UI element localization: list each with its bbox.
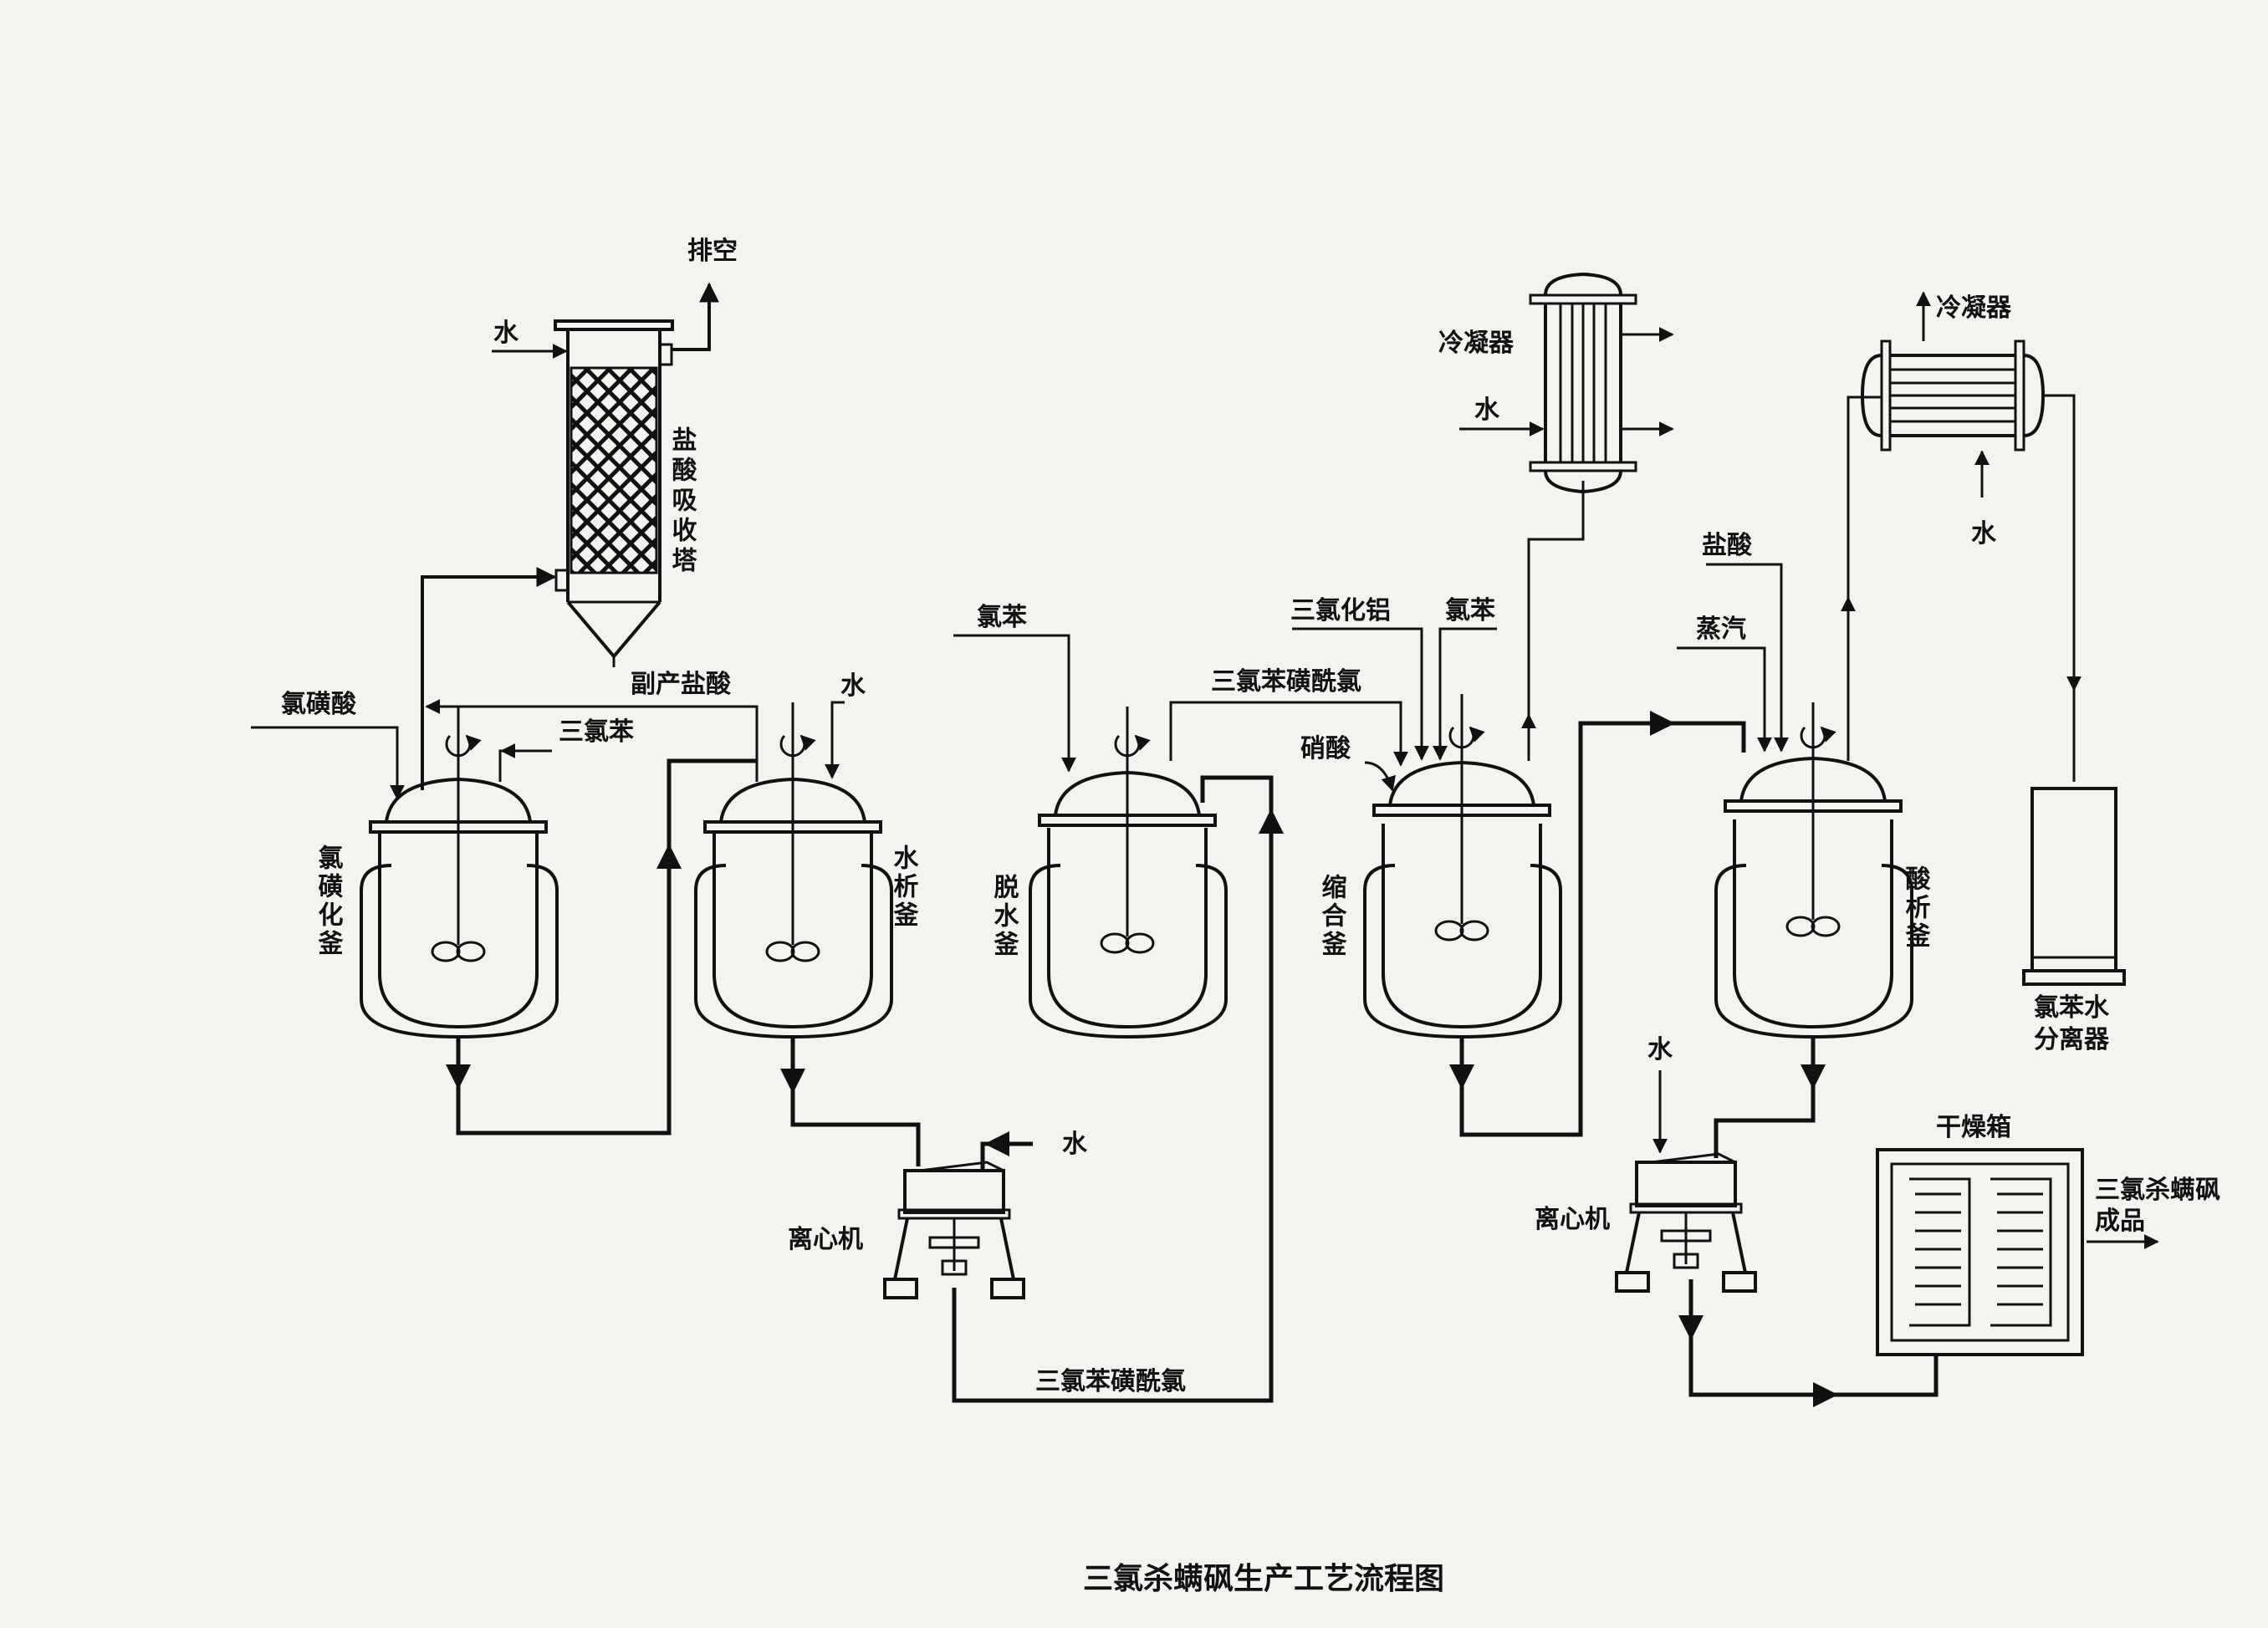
kettle5-steam-line [1677, 646, 1772, 753]
trichlorobenzene-line [498, 749, 552, 782]
centrifuge-1-label: 离心机 [788, 1225, 863, 1254]
chlorosulfonation-kettle [360, 707, 559, 1039]
sulfonyl-chloride-top-line [1169, 701, 1408, 767]
kettle2-to-centrifuge1-line [790, 1037, 921, 1166]
byproduct-hcl-label: 副产盐酸 [631, 670, 732, 699]
dryer [1876, 1148, 2084, 1356]
kettle1-to-kettle2-line [456, 845, 672, 1136]
kettle5-hcl-line [1706, 563, 1789, 753]
separator-label-line2: 分离器 [2034, 1025, 2110, 1054]
kettle4-chlorobenzene-line [1433, 627, 1497, 761]
kettle3-chlorobenzene-label: 氯苯 [977, 603, 1027, 632]
nitric-acid-label: 硝酸 [1300, 734, 1351, 763]
hcl-return-line [425, 699, 759, 782]
acid-precipitation-kettle [1714, 702, 1913, 1039]
separator-label-line1: 氯苯水 [2034, 993, 2110, 1023]
chlorobenzene-water-separator [2022, 787, 2126, 986]
gas-line-to-tower [421, 567, 557, 790]
centrifuge-1 [883, 1161, 1025, 1299]
centrifuge1-water-label: 水 [1062, 1130, 1088, 1159]
kettle5-hcl-label: 盐酸 [1702, 531, 1753, 560]
kettle5-steam-label: 蒸汽 [1696, 615, 1746, 644]
product-label-line2: 成品 [2095, 1207, 2145, 1236]
sulfonyl-chloride-top-label: 三氯苯磺酰氯 [1211, 667, 1361, 697]
centrifuge2-to-dryer-line [1688, 1279, 1939, 1397]
vent-label: 排空 [687, 237, 738, 266]
centrifuge-2 [1615, 1152, 1757, 1293]
dryer-label: 干燥箱 [1936, 1113, 2011, 1142]
hcl-absorber-label: 盐酸吸收塔 [667, 426, 697, 577]
condenser-1 [1529, 272, 1637, 494]
kettle4-chlorobenzene-label: 氯苯 [1445, 596, 1495, 625]
condenser-2 [1860, 339, 2046, 452]
dehydration-kettle-label: 脱水釜 [989, 874, 1020, 959]
condenser-1-label: 冷凝器 [1438, 329, 1515, 358]
condenser2-water-label: 水 [1971, 519, 1997, 549]
kettle4-to-condenser1-line [1527, 481, 1585, 761]
condenser2-to-separator-line [2043, 394, 2076, 782]
water-precipitation-kettle [694, 702, 893, 1039]
water-precipitation-kettle-label: 水析釜 [889, 845, 920, 930]
sulfonyl-chloride-bottom-label: 三氯苯磺酰氯 [1035, 1367, 1186, 1396]
kettle2-water-line [825, 701, 845, 779]
kettle2-water-label: 水 [840, 671, 866, 701]
nitric-acid-line [1364, 761, 1396, 792]
kettle4-to-kettle5-line [1459, 721, 1746, 1137]
tower-water-label: 水 [493, 319, 519, 348]
chlorosulfonic-acid-label: 氯磺酸 [281, 690, 357, 719]
condensation-kettle-label: 缩合釜 [1317, 874, 1348, 959]
condensation-kettle [1363, 694, 1562, 1039]
sulfonyl-chloride-bottom-line [952, 775, 1274, 1403]
product-label-line1: 三氯杀螨砜 [2095, 1176, 2220, 1205]
dehydration-kettle [1029, 707, 1228, 1039]
hcl-absorption-tower [554, 319, 674, 667]
chlorosulfonic-acid-line [251, 726, 405, 800]
condenser-2-label: 冷凝器 [1936, 293, 2012, 323]
alcl3-label: 三氯化铝 [1290, 596, 1391, 625]
diagram-caption: 三氯杀螨砜生产工艺流程图 [1083, 1562, 1444, 1596]
chlorosulfonation-kettle-label: 氯磺化釜 [314, 844, 345, 958]
kettle5-to-condenser2-line [1847, 396, 1882, 761]
centrifuge-2-label: 离心机 [1535, 1205, 1610, 1234]
alcl3-line [1292, 627, 1429, 761]
trichlorobenzene-label: 三氯苯 [559, 717, 634, 747]
kettle5-to-centrifuge2-line [1714, 1037, 1816, 1158]
vent-line [672, 282, 719, 351]
condenser1-water-label: 水 [1474, 396, 1500, 425]
kettle3-chlorobenzene-line [953, 634, 1076, 773]
centrifuge2-water-label: 水 [1647, 1035, 1673, 1064]
acid-precipitation-kettle-label: 酸析釜 [1901, 865, 1932, 951]
